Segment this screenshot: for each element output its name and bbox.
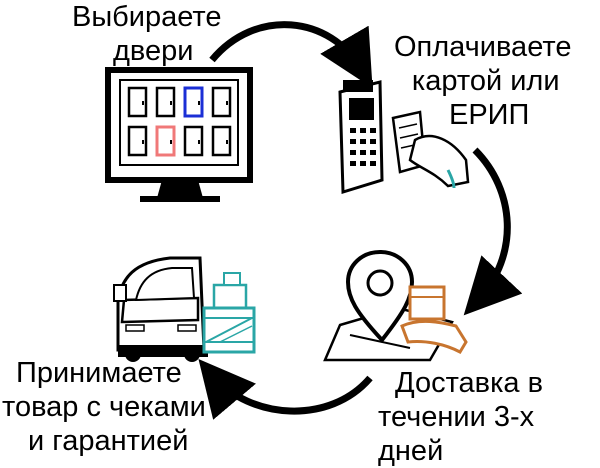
step-choose-line-1: Выбираете xyxy=(72,1,222,33)
step-delivery-label: Доставка в течении 3-х дней xyxy=(378,366,600,468)
map-pin-box-icon xyxy=(323,249,468,362)
step-pay-label: Оплачиваете картой или ЕРИП xyxy=(394,30,571,132)
step-receive-line-2: товар с чеками xyxy=(2,391,206,423)
arrow-delivery-to-receive xyxy=(198,358,373,420)
step-choose-line-2: двери xyxy=(113,35,194,67)
step-receive-line-1: Принимаете xyxy=(16,357,182,389)
step-receive-line-3: и гарантией xyxy=(28,425,189,457)
step-pay-line-2: картой или xyxy=(411,65,560,97)
step-choose-label: Выбираете двери xyxy=(72,0,222,68)
step-pay-line-1: Оплачиваете xyxy=(394,31,572,63)
step-receive-label: Принимаете товар с чеками и гарантией xyxy=(2,356,206,458)
arrow-choose-to-pay xyxy=(209,21,373,89)
step-pay-line-3: ЕРИП xyxy=(449,99,530,131)
step-delivery-line-2: течении 3-х дней xyxy=(378,401,535,467)
step-delivery-line-1: Доставка в xyxy=(395,367,544,399)
delivery-van-icon xyxy=(113,256,256,362)
monitor-doors-icon xyxy=(105,67,253,202)
arrow-pay-to-delivery xyxy=(463,147,523,316)
payment-terminal-icon xyxy=(338,80,470,195)
